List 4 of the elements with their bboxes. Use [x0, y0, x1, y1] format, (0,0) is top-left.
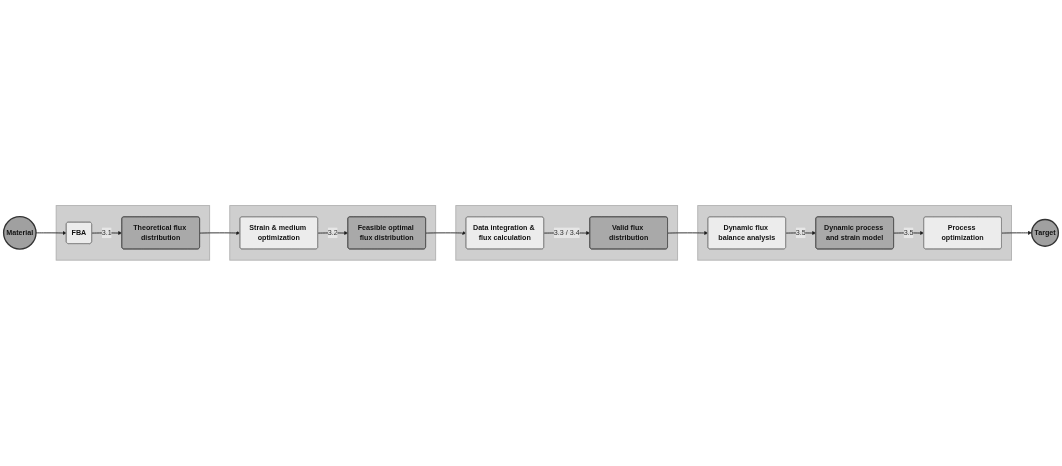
cluster	[455, 205, 679, 261]
cluster	[55, 205, 211, 261]
cluster	[697, 205, 1012, 261]
cluster	[229, 205, 437, 261]
